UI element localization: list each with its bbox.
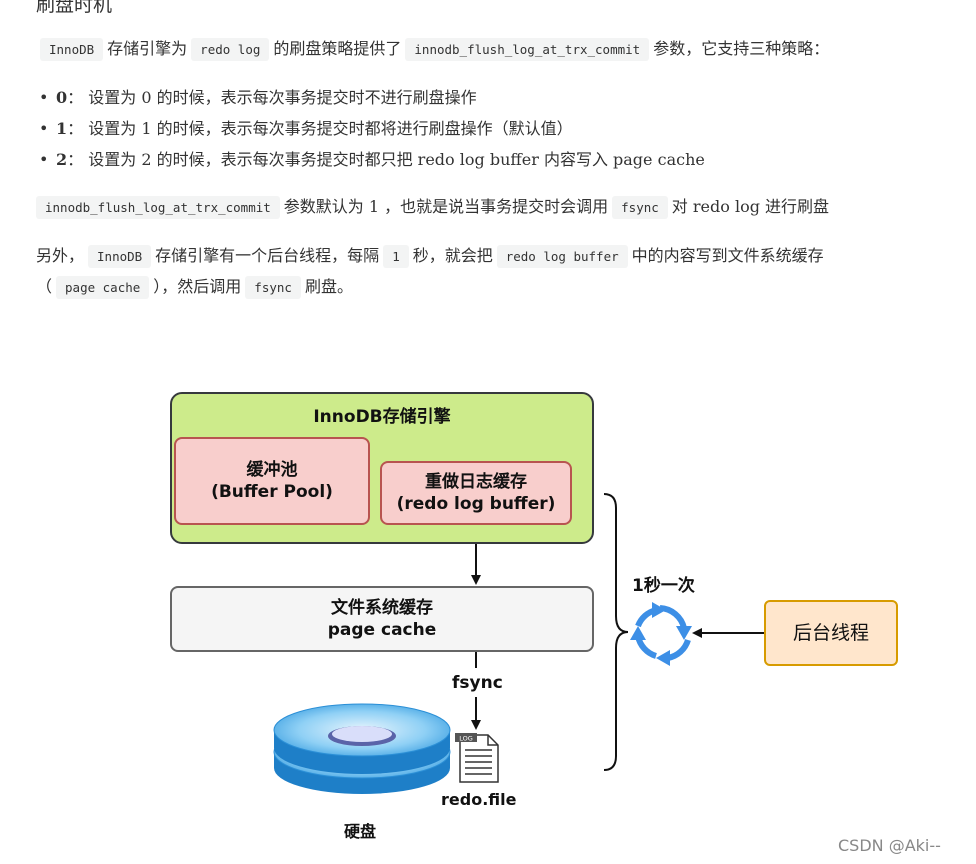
code-redo-log-buffer: redo log buffer <box>496 245 628 268</box>
redo-buffer-sublabel: (redo log buffer) <box>396 494 556 514</box>
page-cache-sublabel: page cache <box>327 620 437 640</box>
refresh-cycle-icon <box>630 602 692 666</box>
code-innodb: InnoDB <box>88 245 152 268</box>
watermark: CSDN @Aki-- <box>838 836 941 855</box>
code-flush-param: innodb_flush_log_at_trx_commit <box>405 38 650 61</box>
background-thread-box: 后台线程 <box>764 600 898 666</box>
code-flush-param: innodb_flush_log_at_trx_commit <box>36 196 280 219</box>
page-cache-label: 文件系统缓存 <box>331 598 433 618</box>
code-page-cache: page cache <box>56 276 150 299</box>
redo-file-label: redo.file <box>441 790 517 809</box>
redo-log-buffer-box: 重做日志缓存(redo log buffer) <box>380 461 572 525</box>
log-file-icon: LOG <box>455 733 499 783</box>
innodb-engine-box: InnoDB存储引擎 <box>170 392 594 544</box>
redo-buffer-label: 重做日志缓存 <box>425 472 527 492</box>
code-innodb: InnoDB <box>40 38 104 61</box>
code-fsync: fsync <box>612 196 668 219</box>
hard-disk-icon <box>273 703 451 794</box>
strategy-list: 0： 设置为 0 的时候，表示每次事务提交时不进行刷盘操作 1： 设置为 1 的… <box>36 86 705 179</box>
strategy-item: 2： 设置为 2 的时候，表示每次事务提交时都只把 redo log buffe… <box>36 148 705 179</box>
code-redo-log: redo log <box>191 38 270 61</box>
background-thread-label: 后台线程 <box>792 622 869 644</box>
code-fsync: fsync <box>245 276 301 299</box>
interval-label: 1秒一次 <box>632 576 695 596</box>
log-tag: LOG <box>459 735 473 743</box>
section-heading: 刷盘时机 <box>36 0 113 16</box>
strategy-item: 1： 设置为 1 的时候，表示每次事务提交时都将进行刷盘操作（默认值） <box>36 117 705 148</box>
brace-icon <box>603 493 629 771</box>
strategy-item: 0： 设置为 0 的时候，表示每次事务提交时不进行刷盘操作 <box>36 86 705 117</box>
buffer-pool-box: 缓冲池(Buffer Pool) <box>174 437 370 525</box>
buffer-pool-sublabel: (Buffer Pool) <box>211 482 333 502</box>
innodb-title: InnoDB存储引擎 <box>313 407 451 427</box>
hard-disk-label: 硬盘 <box>344 822 377 841</box>
buffer-pool-label: 缓冲池 <box>246 460 298 480</box>
fsync-label: fsync <box>452 673 503 693</box>
code-one: 1 <box>383 245 409 268</box>
